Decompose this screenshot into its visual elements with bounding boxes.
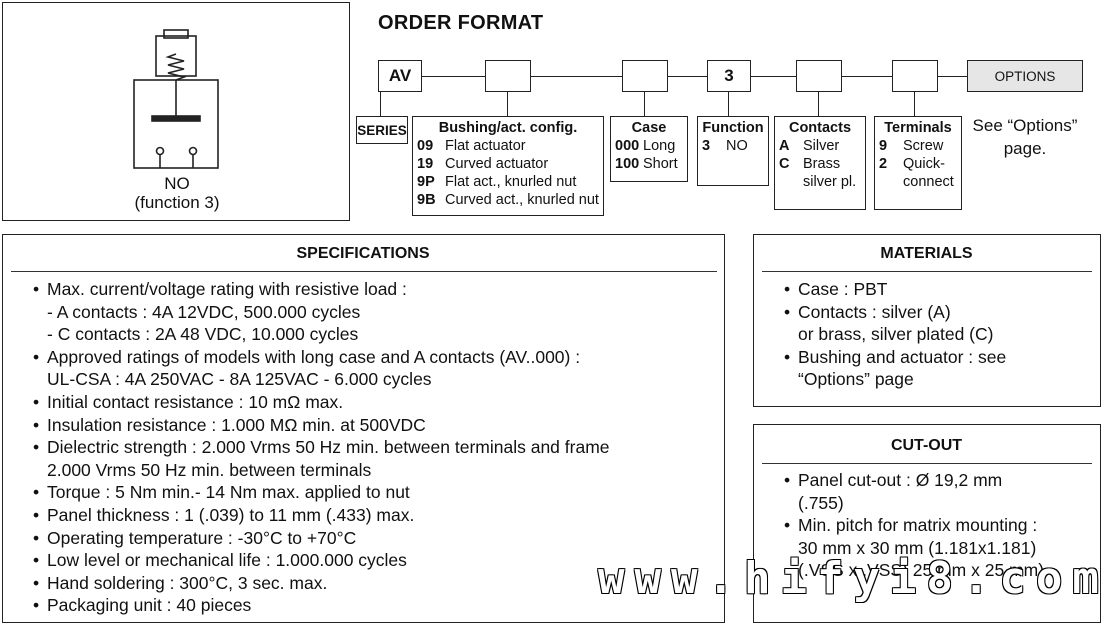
materials-list: Case : PBT Contacts : silver (A) or bras… [784,278,1006,391]
cutout-line: Panel cut-out : Ø 19,2 mm [784,469,1044,492]
spec-line: Packaging unit : 40 pieces [33,594,610,617]
cutout-line: (.755) [798,492,844,513]
order-connector-line [422,76,968,77]
av-code-box: AV [378,60,422,92]
materials-panel: MATERIALS Case : PBT Contacts : silver (… [753,234,1101,407]
spec-line: Hand soldering : 300°C, 3 sec. max. [33,572,610,595]
order-format-title: ORDER FORMAT [378,12,544,34]
spec-line: 2.000 Vrms 50 Hz min. between terminals [47,459,372,480]
spec-line: UL-CSA : 4A 250VAC - 8A 125VAC - 6.000 c… [47,369,432,390]
specifications-rule [11,271,717,272]
specifications-title: SPECIFICATIONS [296,245,430,262]
spec-line: Torque : 5 Nm min.- 14 Nm max. applied t… [33,481,610,504]
options-code-box: OPTIONS [967,60,1083,92]
materials-title: MATERIALS [880,245,973,262]
spec-line: Low level or mechanical life : 1.000.000… [33,549,610,572]
specifications-panel: SPECIFICATIONS Max. current/voltage rati… [2,234,725,623]
cutout-line: (.VSS x .VSS) 25 mm x 25 mm) [798,560,1045,581]
spec-line: - A contacts : 4A 12VDC, 500.000 cycles [47,301,361,322]
contacts-code-box [796,60,842,92]
cutout-panel: CUT-OUT Panel cut-out : Ø 19,2 mm (.755)… [753,424,1101,623]
spec-line: Approved ratings of models with long cas… [33,346,610,369]
material-line: Bushing and actuator : see [784,346,1006,369]
contacts-header: Contacts [788,120,852,136]
contacts-connector [818,92,819,116]
series-connector [380,92,381,116]
spec-line: Panel thickness : 1 (.039) to 11 mm (.43… [33,504,610,527]
material-line: or brass, silver plated (C) [798,324,994,345]
specifications-list: Max. current/voltage rating with resisti… [33,278,610,617]
cutout-title: CUT-OUT [890,437,963,454]
cutout-line: Min. pitch for matrix mounting : [784,514,1044,537]
cutout-list: Panel cut-out : Ø 19,2 mm (.755) Min. pi… [784,469,1044,582]
case-header: Case [631,120,667,136]
series-label-box: SERIES [356,116,408,144]
contacts-option: silver pl. [803,174,857,190]
spec-line: Max. current/voltage rating with resisti… [33,278,610,301]
diagram-label-function: (function 3) [134,193,220,212]
materials-rule [762,271,1092,272]
terminals-option: connect [903,174,954,190]
function-header: Function [702,120,764,136]
spec-line: Insulation resistance : 1.000 MΩ min. at… [33,414,610,437]
bushing-connector [507,92,508,116]
terminals-header: Terminals [884,120,952,136]
no-contact-symbol [132,28,219,169]
cutout-rule [762,463,1092,464]
case-connector [644,92,645,116]
case-code-box [622,60,668,92]
diagram-label-no: NO [164,174,190,193]
material-line: Contacts : silver (A) [784,301,1006,324]
terminals-connector [914,92,915,116]
function-connector [728,92,729,116]
options-note-line1: See “Options” [972,116,1078,135]
material-line: Case : PBT [784,278,1006,301]
cutout-line: 30 mm x 30 mm (1.181x1.181) [798,537,1037,558]
terminals-code-box [892,60,938,92]
schematic-panel: NO (function 3) [2,2,350,221]
options-note-line2: page. [1003,139,1047,158]
spec-line: Dielectric strength : 2.000 Vrms 50 Hz m… [33,436,610,459]
spec-line: - C contacts : 2A 48 VDC, 10.000 cycles [47,324,359,345]
function-code-box: 3 [707,60,751,92]
spec-line: Operating temperature : -30°C to +70°C [33,527,610,550]
watermark-text: www.hifyi8.com [598,553,1103,604]
spec-line: Initial contact resistance : 10 mΩ max. [33,391,610,414]
bushing-code-box [485,60,531,92]
bushing-header: Bushing/act. config. [438,120,578,136]
material-line: “Options” page [798,369,914,390]
